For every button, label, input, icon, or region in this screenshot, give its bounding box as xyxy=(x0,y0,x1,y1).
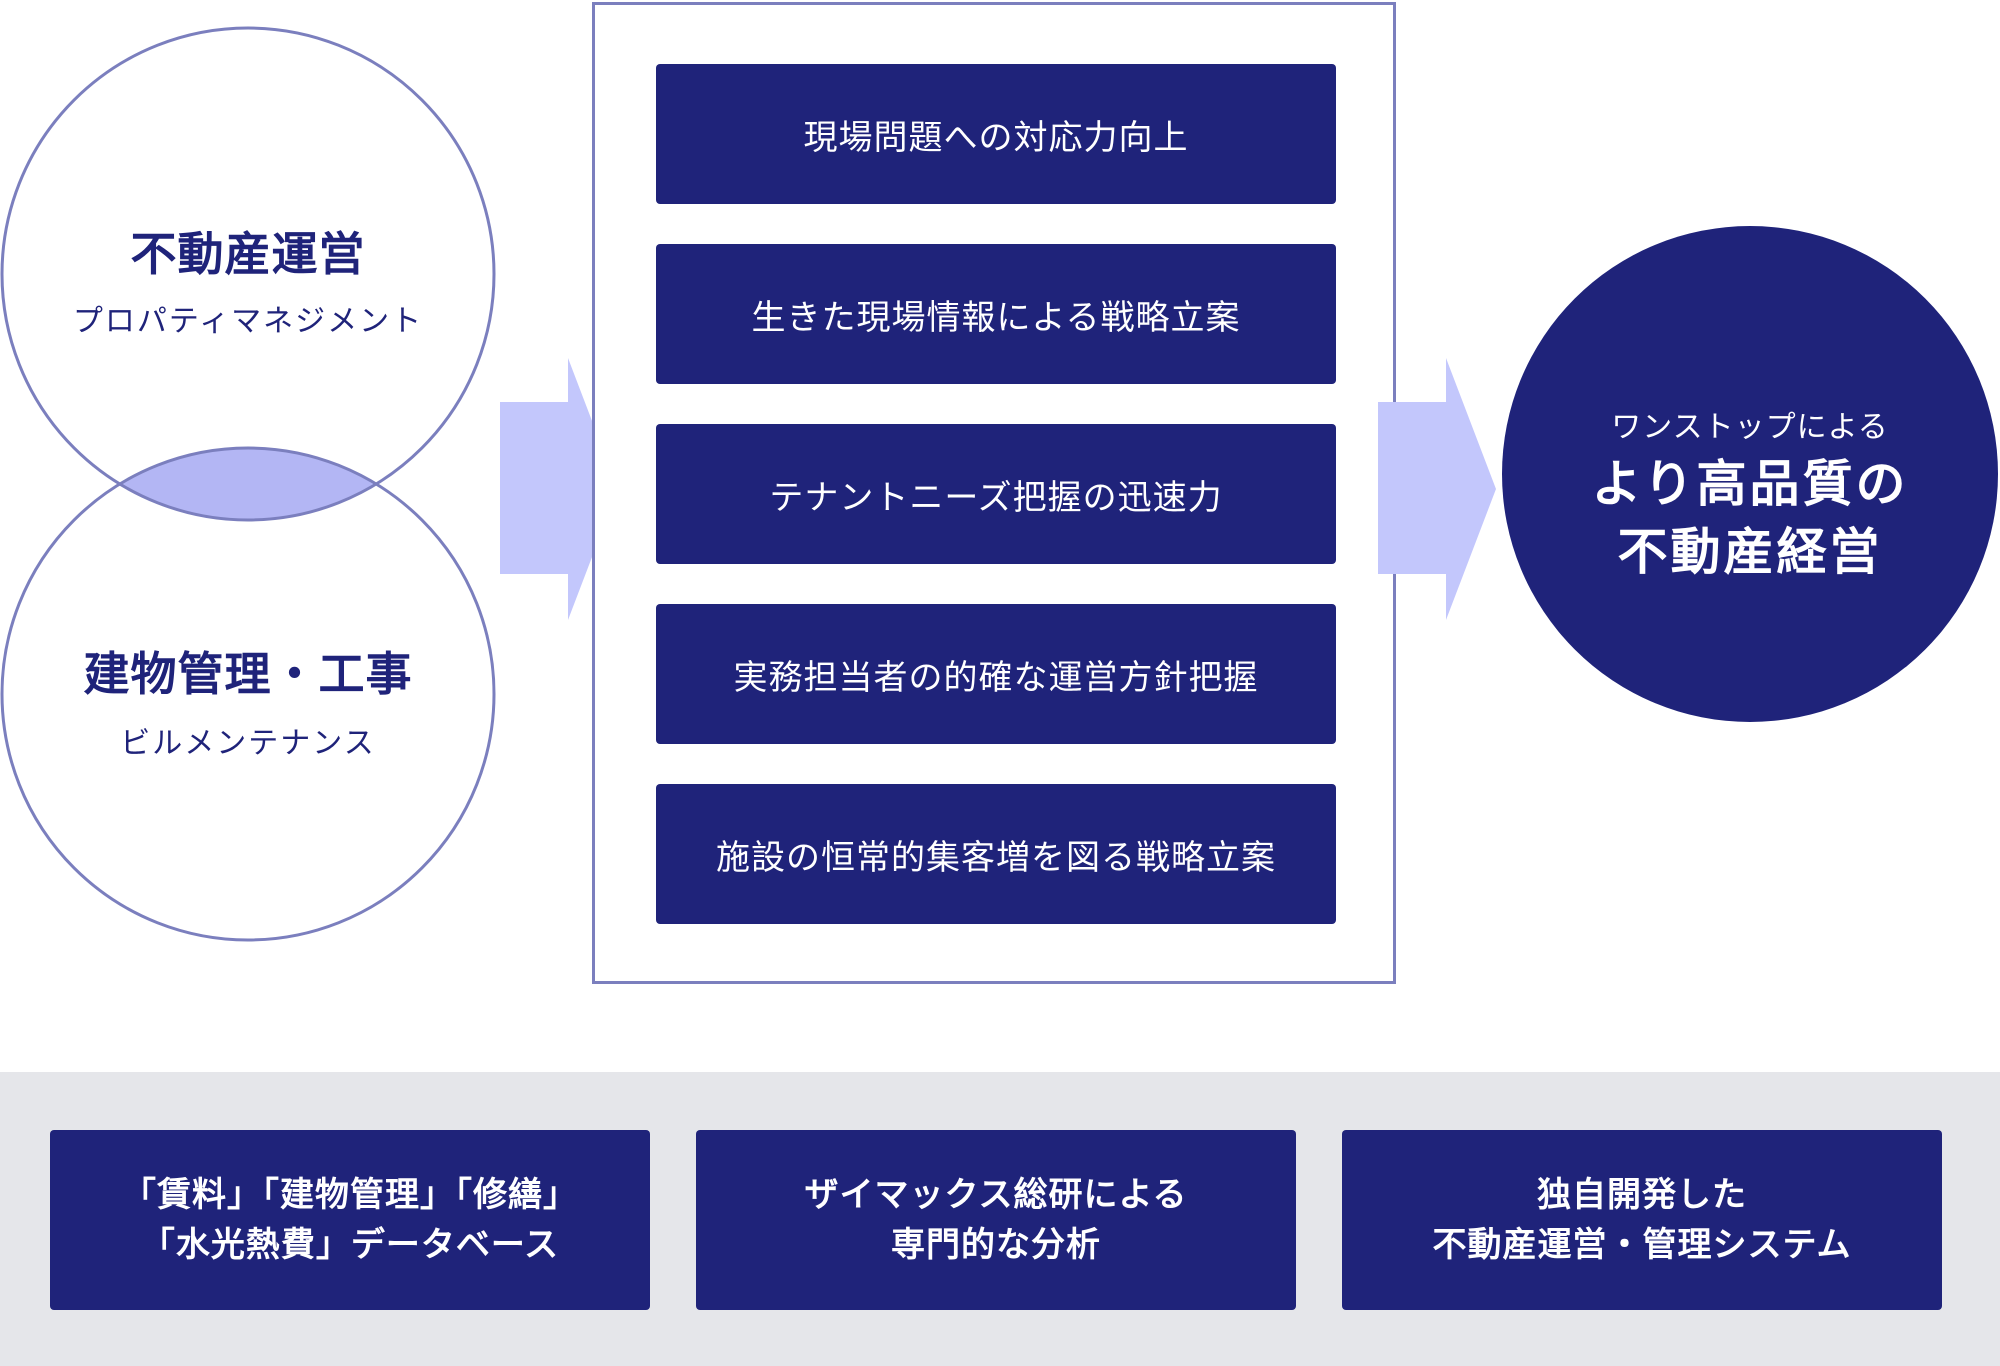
result-circle: ワンストップによる より高品質の 不動産経営 xyxy=(1502,226,1998,722)
benefit-label: 生きた現場情報による戦略立案 xyxy=(751,297,1241,338)
result-title-line1: より高品質の xyxy=(1591,455,1909,513)
right-arrow-icon xyxy=(1378,358,1496,620)
foundation-line1: 独自開発した xyxy=(1536,1175,1747,1215)
benefit-label: 現場問題への対応力向上 xyxy=(803,117,1189,158)
property-management-circle xyxy=(0,26,496,522)
foundation-line1: ザイマックス総研による xyxy=(804,1175,1188,1215)
benefit-item: テナントニーズ把握の迅速力 xyxy=(656,424,1336,564)
property-management-title: 不動産運営 xyxy=(130,227,366,281)
benefit-item: 施設の恒常的集客増を図る戦略立案 xyxy=(656,784,1336,924)
foundation-line2: 不動産運営・管理システム xyxy=(1432,1225,1852,1265)
venn-diagram xyxy=(0,26,496,942)
benefit-label: テナントニーズ把握の迅速力 xyxy=(769,477,1223,518)
foundation-item: 「賃料」「建物管理」「修繕」 「水光熱費」データベース xyxy=(50,1130,650,1310)
foundation-line2: 専門的な分析 xyxy=(891,1225,1101,1265)
result-subtitle: ワンストップによる xyxy=(1611,410,1889,445)
right-arrow-icon xyxy=(500,358,618,620)
result-title-line2: 不動産経営 xyxy=(1617,523,1883,581)
foundation-line1: 「賃料」「建物管理」「修繕」 xyxy=(122,1175,578,1215)
foundation-item: 独自開発した 不動産運営・管理システム xyxy=(1342,1130,1942,1310)
foundation-item: ザイマックス総研による 専門的な分析 xyxy=(696,1130,1296,1310)
benefit-label: 施設の恒常的集客増を図る戦略立案 xyxy=(716,837,1276,878)
benefit-label: 実務担当者の的確な運営方針把握 xyxy=(733,657,1259,698)
foundation-line2: 「水光熱費」データベース xyxy=(140,1225,560,1265)
benefit-item: 現場問題への対応力向上 xyxy=(656,64,1336,204)
building-maintenance-title: 建物管理・工事 xyxy=(83,647,413,701)
result-title: より高品質の 不動産経営 xyxy=(1502,450,1998,586)
benefit-item: 生きた現場情報による戦略立案 xyxy=(656,244,1336,384)
building-maintenance-subtitle: ビルメンテナンス xyxy=(120,726,376,761)
benefit-item: 実務担当者の的確な運営方針把握 xyxy=(656,604,1336,744)
building-maintenance-circle xyxy=(0,446,496,942)
property-management-subtitle: プロパティマネジメント xyxy=(72,304,424,339)
